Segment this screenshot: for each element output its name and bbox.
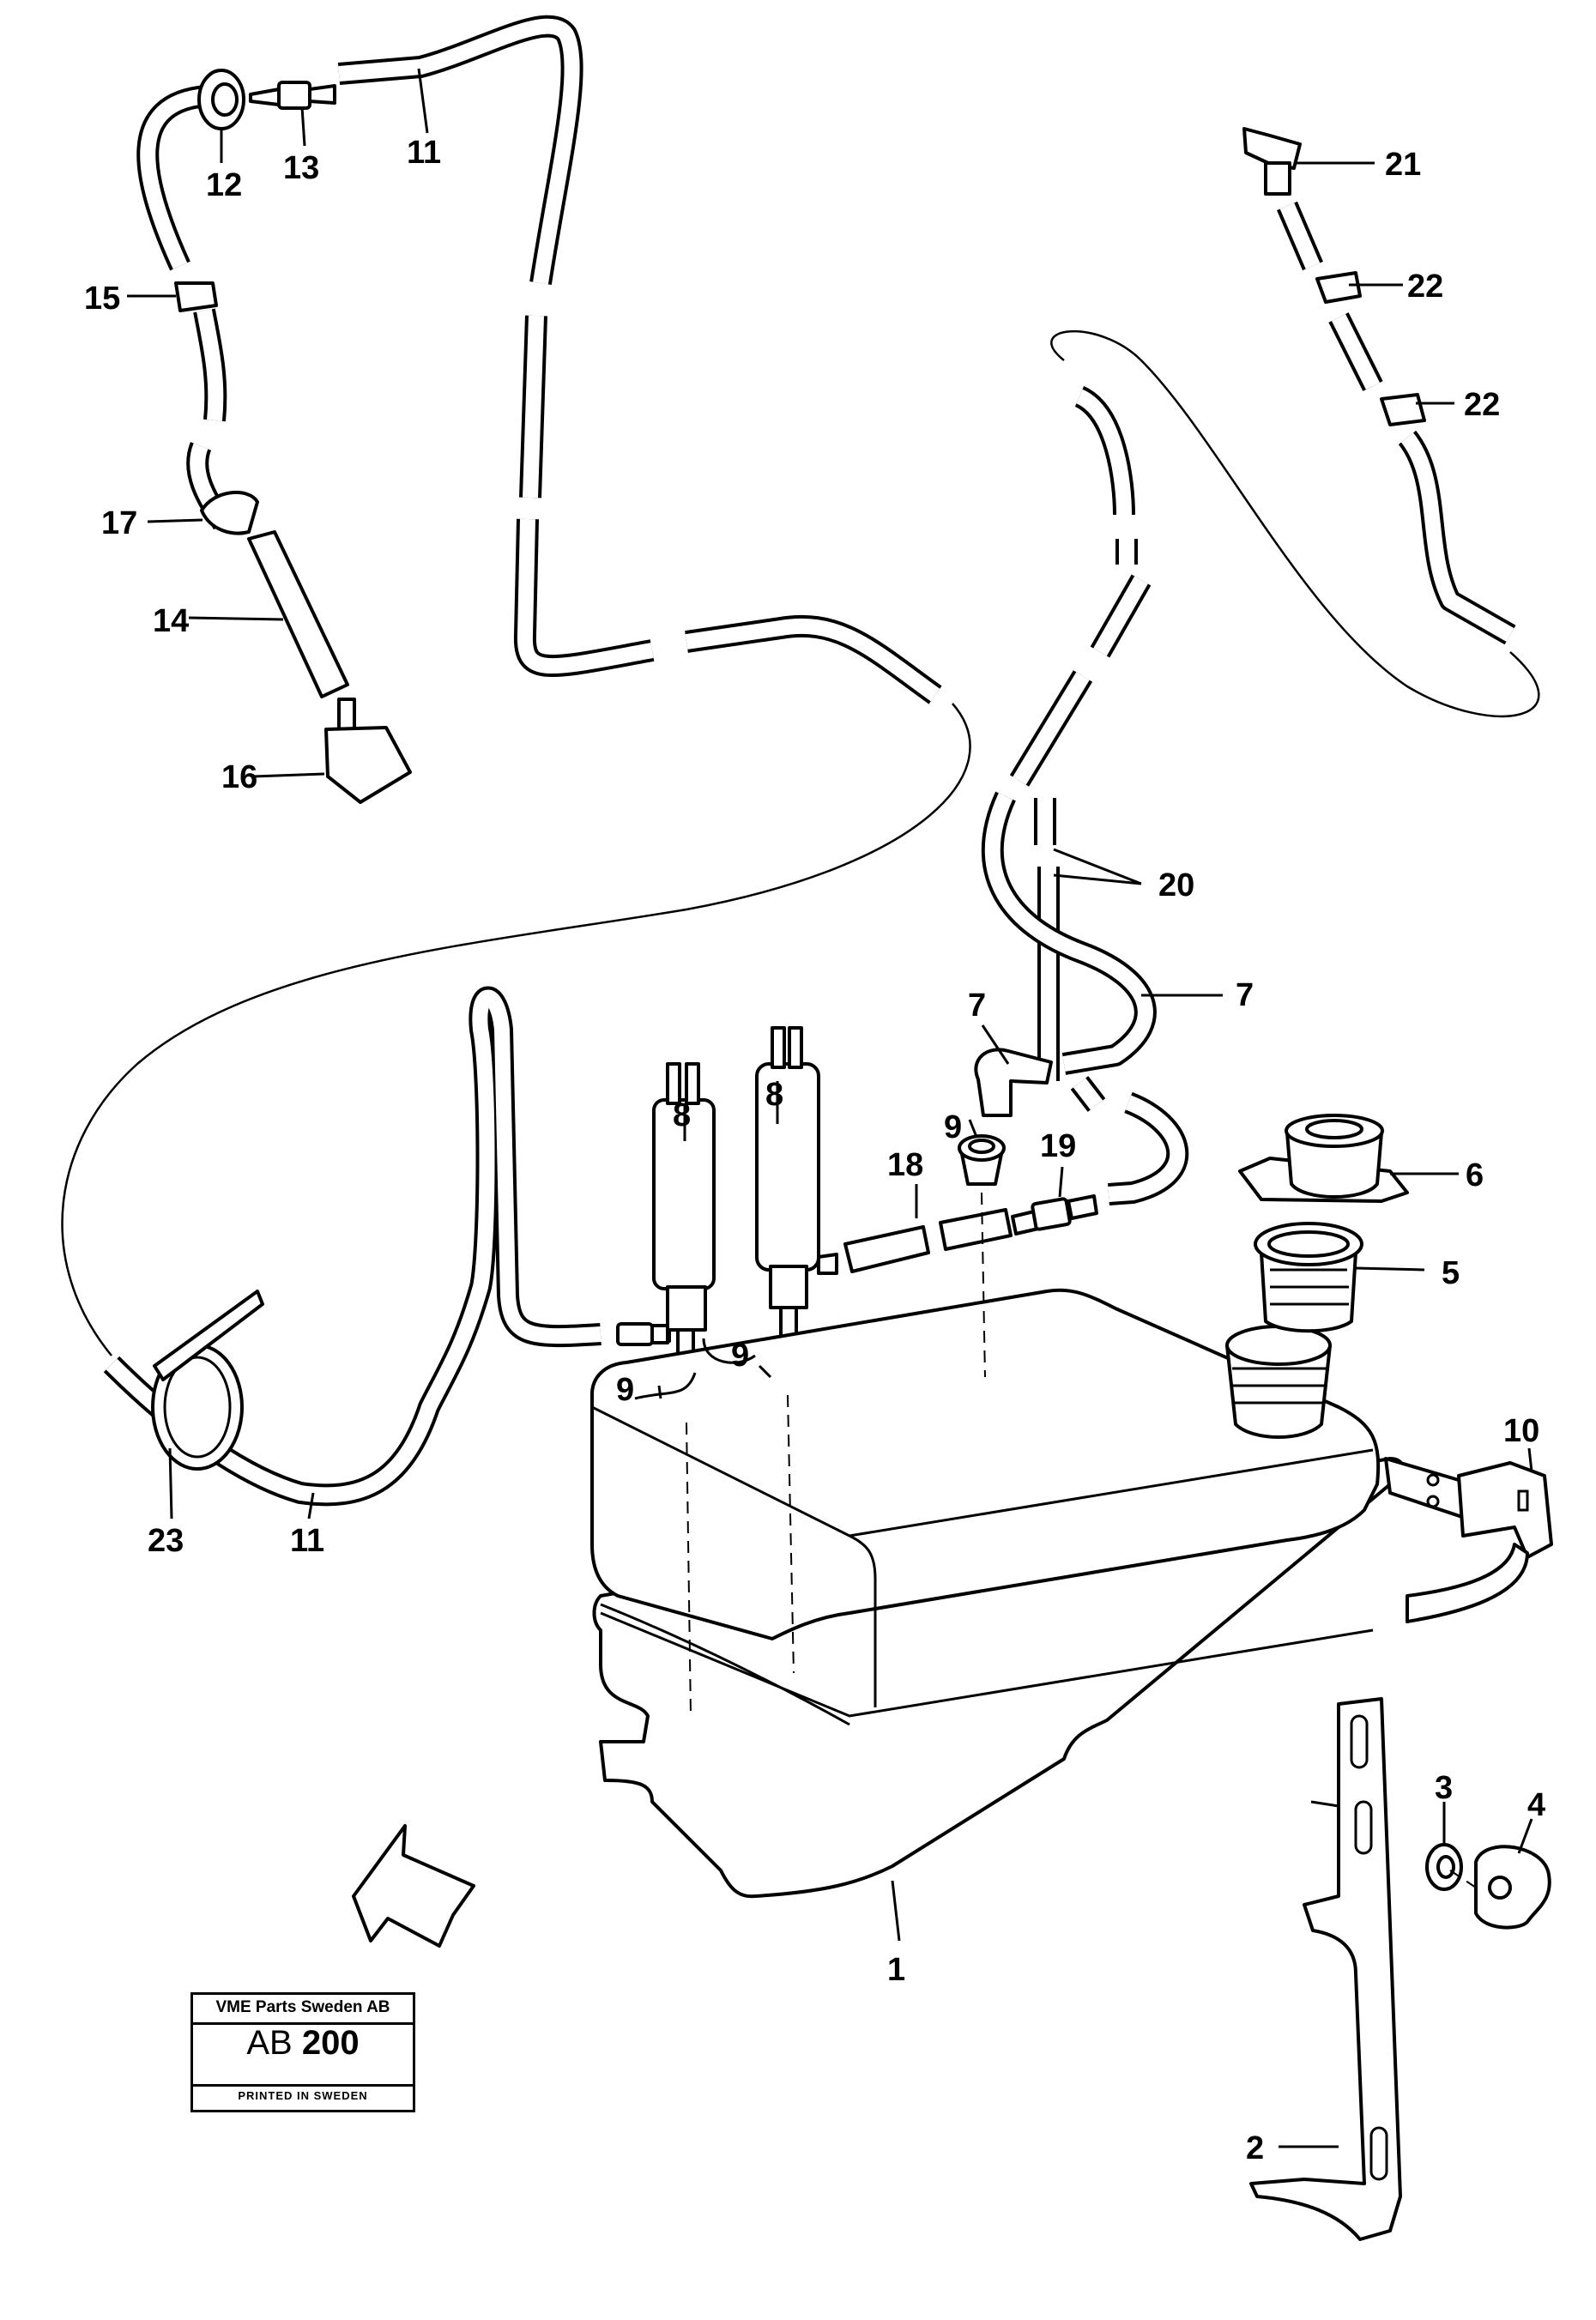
label-3: 3 [1435, 1770, 1453, 1806]
hose-18 [843, 1208, 1013, 1273]
stamp-company: VME Parts Sweden AB [215, 1998, 390, 2016]
label-14: 14 [153, 603, 189, 639]
hose-11-lower [103, 986, 602, 1507]
nozzle-21 [1242, 127, 1302, 196]
guide-line-a [686, 1422, 692, 1717]
label-6: 6 [1466, 1157, 1484, 1193]
guide-line-d [1449, 1870, 1477, 1888]
label-13: 13 [283, 150, 319, 186]
nipple-19 [1011, 1194, 1098, 1236]
label-18: 18 [887, 1147, 923, 1183]
pump-8-left [650, 1062, 716, 1366]
guide-line-b [787, 1394, 795, 1674]
label-22-upper: 22 [1407, 269, 1443, 305]
label-20: 20 [1158, 867, 1194, 903]
filler-neck [1225, 1325, 1332, 1439]
hose-20 [1009, 386, 1152, 1081]
clip-22-lower [1380, 393, 1426, 426]
label-7-left: 7 [968, 988, 986, 1024]
label-8-left: 8 [673, 1097, 691, 1133]
label-2: 2 [1246, 2130, 1264, 2166]
label-12: 12 [206, 167, 242, 203]
clip-22-upper [1315, 271, 1362, 304]
label-5: 5 [1442, 1255, 1460, 1291]
nozzle-16 [324, 698, 412, 804]
label-19: 19 [1040, 1128, 1076, 1164]
guide-line-c [981, 1192, 986, 1378]
clip-15 [174, 281, 218, 312]
hose-clamp-23 [151, 1290, 264, 1471]
elbow-7 [974, 1048, 1053, 1117]
label-1: 1 [887, 1952, 905, 1988]
publisher-stamp: VME Parts Sweden AB AB 200 PRINTED IN SW… [190, 1992, 415, 2112]
routing-loop-left [61, 703, 971, 1356]
strainer-5 [1254, 1222, 1363, 1333]
label-4: 4 [1527, 1787, 1545, 1823]
forward-direction-arrow [352, 1824, 475, 1948]
label-9-middle: 9 [731, 1338, 749, 1374]
stamp-divider-top [193, 2022, 413, 2025]
bracket-2 [1249, 1697, 1402, 2241]
washer-tank-1 [590, 1288, 1405, 1899]
washer-3 [1425, 1843, 1463, 1891]
stamp-code-number: 200 [301, 2024, 360, 2062]
label-17: 17 [101, 505, 137, 541]
label-7-right: 7 [1236, 977, 1254, 1013]
stamp-printed: PRINTED IN SWEDEN [238, 2089, 368, 2102]
label-9-left: 9 [616, 1372, 634, 1408]
label-11-upper: 11 [407, 135, 441, 171]
stamp-divider-bottom [193, 2084, 413, 2087]
hose-14 [247, 530, 349, 698]
filler-cap-6 [1238, 1114, 1409, 1203]
pump-8-right [755, 1026, 838, 1344]
label-10: 10 [1503, 1413, 1539, 1449]
stamp-code: AB 200 [193, 2024, 413, 2063]
nipple-13 [249, 81, 336, 110]
label-9-right: 9 [944, 1109, 962, 1145]
leader-lines [127, 68, 1533, 2148]
hose-right-nozzle [1277, 201, 1516, 645]
hose-7 [981, 791, 1189, 1205]
strap-10 [1384, 1457, 1553, 1623]
grommet-12 [197, 69, 245, 130]
clip-17 [200, 490, 259, 535]
stamp-code-prefix: AB [246, 2024, 293, 2062]
hose-11-upper [337, 15, 942, 704]
guide-line-e [1310, 1800, 1339, 1808]
hose-left-nozzle [136, 85, 233, 530]
label-8-right: 8 [765, 1077, 783, 1113]
label-15: 15 [84, 281, 120, 317]
label-11-lower: 11 [290, 1523, 324, 1559]
label-16: 16 [221, 759, 257, 795]
routing-loop-right [1050, 330, 1540, 717]
callout-labels: 1 2 3 4 5 6 7 7 8 8 9 9 9 10 11 11 12 13… [84, 135, 1545, 2166]
grommet-9-c [958, 1134, 1006, 1186]
label-23: 23 [148, 1523, 184, 1559]
label-22-lower: 22 [1464, 387, 1500, 423]
wing-nut-4 [1474, 1845, 1551, 1930]
label-21: 21 [1385, 147, 1421, 183]
